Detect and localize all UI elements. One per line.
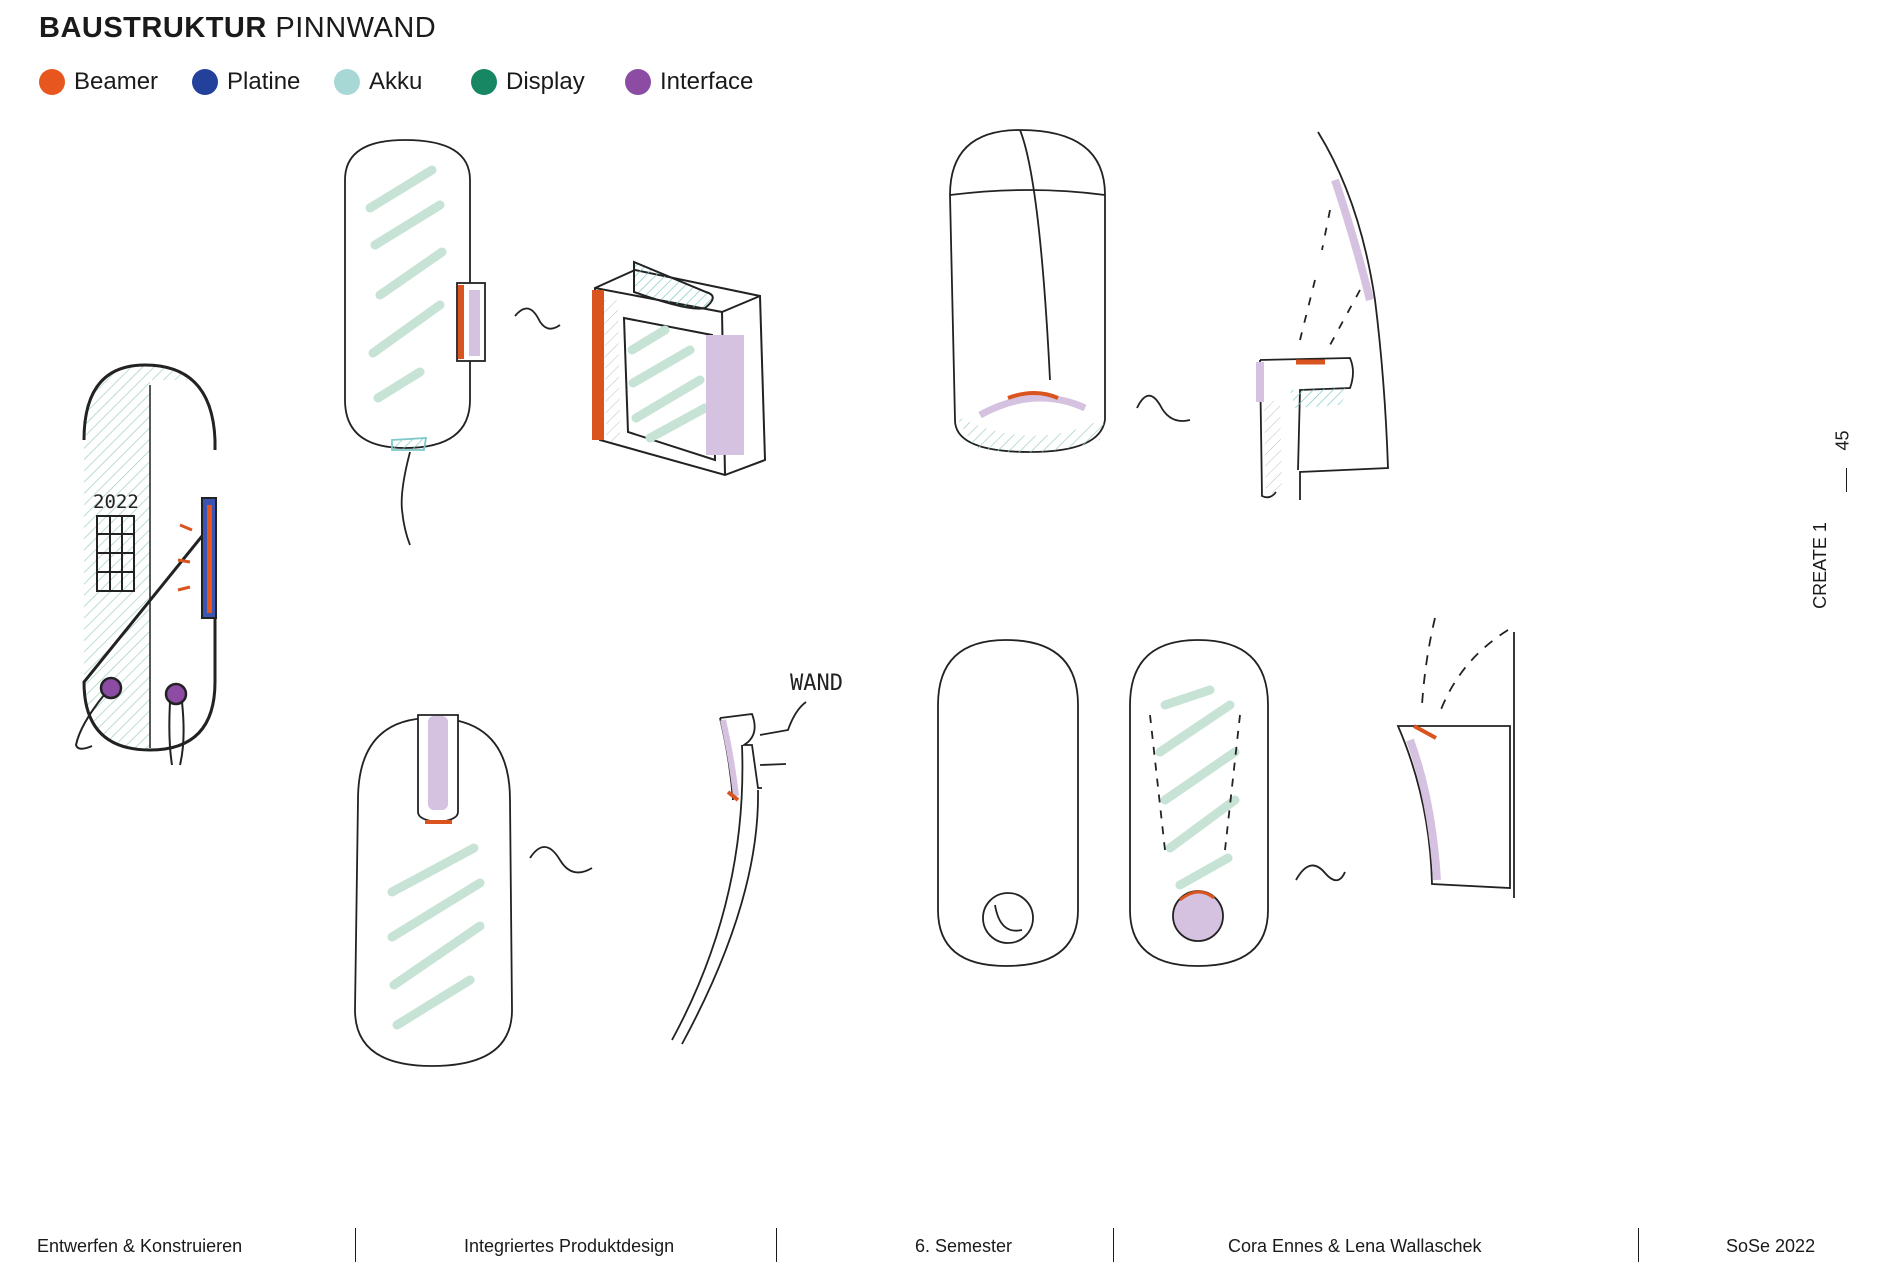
page-number: 45 (1832, 430, 1853, 451)
platine-color-dot (192, 69, 218, 95)
calendar-year-label: 2022 (93, 491, 139, 513)
legend-label: Interface (660, 68, 754, 95)
title-rest: PINNWAND (275, 12, 437, 44)
footer-divider (776, 1228, 777, 1262)
footer-semester: 6. Semester (915, 1236, 1013, 1256)
divider (1846, 468, 1847, 492)
wall-label: WAND (790, 671, 843, 696)
side-section-marker: 45 CREATE 1 (1810, 420, 1877, 640)
legend-label: Display (506, 68, 585, 95)
title-bold: BAUSTRUKTUR (39, 12, 267, 44)
sketch-wall-profile-bottom (1396, 617, 1515, 898)
sketch-dome-device (949, 129, 1191, 453)
legend-item-display: Display (471, 68, 585, 96)
beamer-color-dot (39, 69, 65, 95)
footer-divider (355, 1228, 356, 1262)
page-title: BAUSTRUKTUR PINNWAND (39, 12, 436, 45)
legend-item-beamer: Beamer (39, 68, 158, 96)
sketch-side-profile (1256, 131, 1389, 500)
footer-divider (1113, 1228, 1114, 1262)
sketch-capsule-side-module (344, 139, 561, 546)
sketch-capsule-top-slot (354, 714, 593, 1067)
legend-label: Akku (369, 68, 423, 95)
interface-color-dot (625, 69, 651, 95)
footer-authors: Cora Ennes & Lena Wallaschek (1228, 1236, 1482, 1256)
page-footer: Entwerfen & Konstruieren Integriertes Pr… (0, 1228, 1877, 1262)
display-color-dot (471, 69, 497, 95)
sketch-box-module (592, 260, 767, 477)
akku-color-dot (334, 69, 360, 95)
footer-course: Entwerfen & Konstruieren (37, 1236, 243, 1256)
legend-label: Beamer (74, 68, 159, 95)
footer-divider (1638, 1228, 1639, 1262)
legend-item-interface: Interface (625, 68, 753, 96)
sketch-wall-mount (671, 701, 807, 1045)
sketch-calendar-device (74, 363, 217, 766)
sketch-capsule-projection (1129, 639, 1346, 967)
legend-item-akku: Akku (334, 68, 422, 96)
chapter-label: CREATE 1 (1809, 522, 1830, 609)
color-legend: Beamer Platine Akku Display Interface (39, 68, 779, 104)
footer-term: SoSe 2022 (1726, 1236, 1816, 1256)
sketch-capsule-button (937, 639, 1079, 967)
footer-program: Integriertes Produktdesign (464, 1236, 675, 1256)
legend-label: Platine (227, 68, 301, 95)
legend-item-platine: Platine (192, 68, 300, 96)
